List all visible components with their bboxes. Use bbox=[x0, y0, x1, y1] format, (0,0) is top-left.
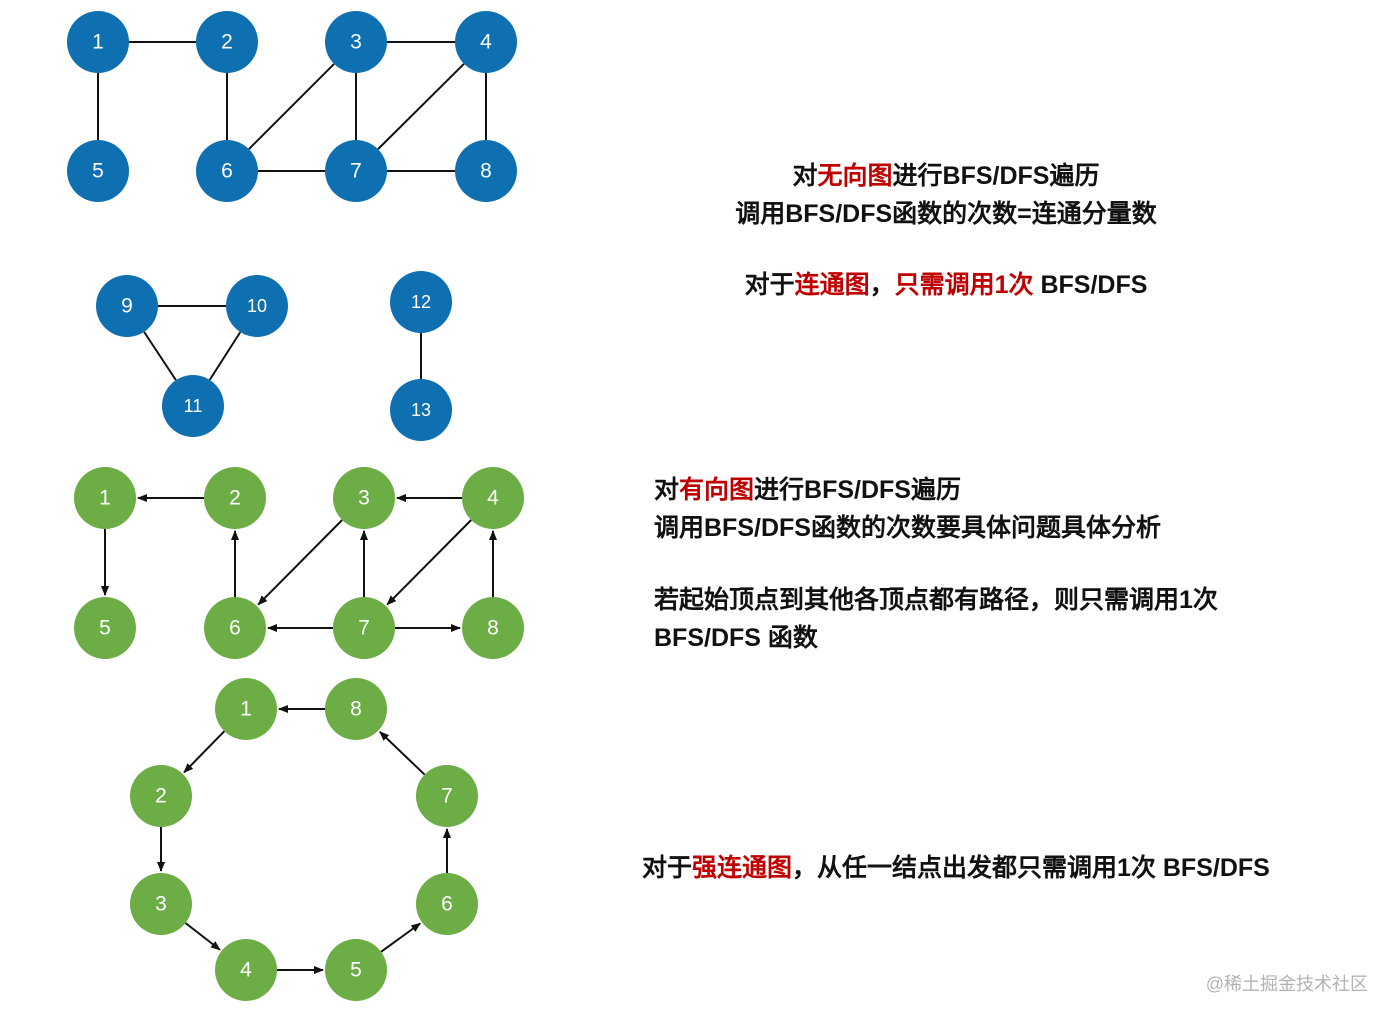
undirected-edge-10-11 bbox=[208, 331, 242, 381]
directed-node-6 bbox=[204, 597, 266, 659]
undirected-node-label-13: 13 bbox=[411, 400, 431, 420]
strongly_connected-node-label-2: 2 bbox=[155, 785, 167, 808]
strongly_connected-node-7 bbox=[416, 765, 478, 827]
strongly_connected-node-6 bbox=[416, 873, 478, 935]
directed-note-line-1: 对有向图进行BFS/DFS遍历 bbox=[654, 476, 961, 504]
undirected-node-5 bbox=[67, 140, 129, 202]
undirected-node-1 bbox=[67, 11, 129, 73]
undirected-node-label-10: 10 bbox=[247, 296, 267, 316]
directed-node-label-3: 3 bbox=[358, 487, 370, 510]
undirected-node-label-4: 4 bbox=[480, 31, 492, 54]
strongly-connected-graph: 1 2 3 4 5 6 7 8 bbox=[130, 678, 478, 1001]
undirected-edge-3-6 bbox=[248, 63, 335, 150]
directed-graph: 1 2 3 4 5 6 7 8 bbox=[74, 467, 524, 659]
directed-node-label-8: 8 bbox=[487, 617, 499, 640]
directed-node-7 bbox=[333, 597, 395, 659]
strongly_connected-node-1 bbox=[215, 678, 277, 740]
undirected-node-9 bbox=[96, 275, 158, 337]
undirected-node-13 bbox=[390, 379, 452, 441]
directed-node-4 bbox=[462, 467, 524, 529]
undirected-node-label-5: 5 bbox=[92, 160, 104, 183]
directed-node-label-7: 7 bbox=[358, 617, 370, 640]
undirected-node-3 bbox=[325, 11, 387, 73]
directed-node-1 bbox=[74, 467, 136, 529]
directed-node-2 bbox=[204, 467, 266, 529]
strongly_connected-node-label-7: 7 bbox=[441, 785, 453, 808]
undirected-node-label-12: 12 bbox=[411, 292, 431, 312]
undirected-node-label-11: 11 bbox=[184, 396, 203, 416]
directed-node-5 bbox=[74, 597, 136, 659]
strongly_connected-node-4 bbox=[215, 939, 277, 1001]
directed-note-line-3: 若起始顶点到其他各顶点都有路径，则只需调用1次 bbox=[654, 586, 1218, 614]
directed-note-line-4: BFS/DFS 函数 bbox=[654, 624, 818, 652]
undirected-node-2 bbox=[196, 11, 258, 73]
strongly_connected-node-5 bbox=[325, 939, 387, 1001]
directed-node-label-2: 2 bbox=[229, 487, 241, 510]
strongly_connected-node-8 bbox=[325, 678, 387, 740]
strongly-connected-note: 对于强连通图，从任一结点出发都只需调用1次 BFS/DFS bbox=[642, 854, 1270, 882]
undirected-edge-9-11 bbox=[143, 331, 177, 381]
undirected-node-label-2: 2 bbox=[221, 31, 233, 54]
directed-note-line-2: 调用BFS/DFS函数的次数要具体问题具体分析 bbox=[654, 514, 1161, 542]
strongly_connected-edge-1-2 bbox=[183, 730, 226, 774]
strongly_connected-edge-5-6 bbox=[380, 922, 422, 953]
strongly_connected-node-label-5: 5 bbox=[350, 959, 362, 982]
undirected-node-7 bbox=[325, 140, 387, 202]
undirected-edge-4-7 bbox=[377, 63, 465, 150]
strongly_connected-node-label-1: 1 bbox=[240, 698, 252, 721]
undirected-node-label-8: 8 bbox=[480, 160, 492, 183]
directed-edge-4-7 bbox=[386, 519, 472, 606]
undirected-node-6 bbox=[196, 140, 258, 202]
directed-node-label-4: 4 bbox=[487, 487, 499, 510]
undirected-node-label-6: 6 bbox=[221, 160, 233, 183]
undirected-note-line-3: 对于连通图，只需调用1次 BFS/DFS bbox=[744, 271, 1148, 299]
directed-edge-3-6 bbox=[257, 519, 343, 606]
undirected-node-4 bbox=[455, 11, 517, 73]
strongly_connected-edge-3-4 bbox=[184, 922, 221, 951]
undirected-node-label-9: 9 bbox=[121, 295, 133, 318]
strongly_connected-node-label-3: 3 bbox=[155, 893, 167, 916]
watermark: @稀土掘金技术社区 bbox=[1205, 974, 1368, 994]
strongly_connected-node-label-8: 8 bbox=[350, 698, 362, 721]
directed-node-label-1: 1 bbox=[99, 487, 111, 510]
directed-node-3 bbox=[333, 467, 395, 529]
strongly_connected-node-3 bbox=[130, 873, 192, 935]
undirected-node-10 bbox=[226, 275, 288, 337]
undirected-node-11 bbox=[162, 375, 224, 437]
undirected-node-label-3: 3 bbox=[350, 31, 362, 54]
undirected-node-label-1: 1 bbox=[92, 31, 104, 54]
undirected-node-8 bbox=[455, 140, 517, 202]
undirected-note-line-2: 调用BFS/DFS函数的次数=连通分量数 bbox=[735, 200, 1157, 228]
directed-node-label-5: 5 bbox=[99, 617, 111, 640]
undirected-node-label-7: 7 bbox=[350, 160, 362, 183]
undirected-note: 对无向图进行BFS/DFS遍历 调用BFS/DFS函数的次数=连通分量数 对于连… bbox=[716, 157, 1176, 304]
directed-node-8 bbox=[462, 597, 524, 659]
directed-node-label-6: 6 bbox=[229, 617, 241, 640]
directed-note: 对有向图进行BFS/DFS遍历 调用BFS/DFS函数的次数要具体问题具体分析 … bbox=[654, 471, 1218, 657]
strongly_connected-node-label-4: 4 bbox=[240, 959, 252, 982]
undirected-note-line-1: 对无向图进行BFS/DFS遍历 bbox=[792, 162, 1100, 190]
strongly_connected-edge-7-8 bbox=[379, 731, 426, 776]
strongly_connected-node-label-6: 6 bbox=[441, 893, 453, 916]
undirected-node-12 bbox=[390, 271, 452, 333]
strongly_connected-node-2 bbox=[130, 765, 192, 827]
